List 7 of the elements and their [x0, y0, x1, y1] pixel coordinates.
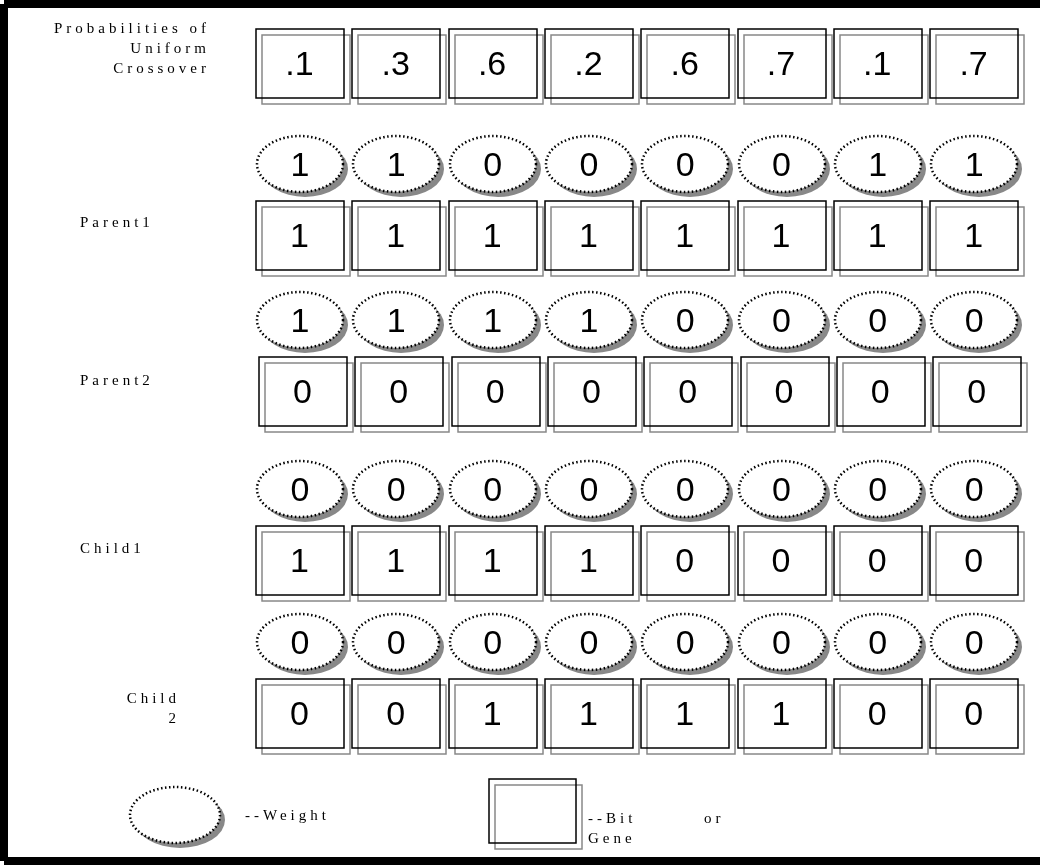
- row-label: Child 2: [125, 689, 180, 728]
- legend-text: --Weight: [245, 806, 331, 825]
- row-label: Probabilities of Uniform Crossover: [52, 19, 210, 78]
- row-label: Parent2: [80, 371, 155, 390]
- row-label: Child1: [80, 539, 146, 558]
- legend-text: --Bit or Gene: [588, 809, 726, 848]
- row-label: Parent1: [80, 213, 155, 232]
